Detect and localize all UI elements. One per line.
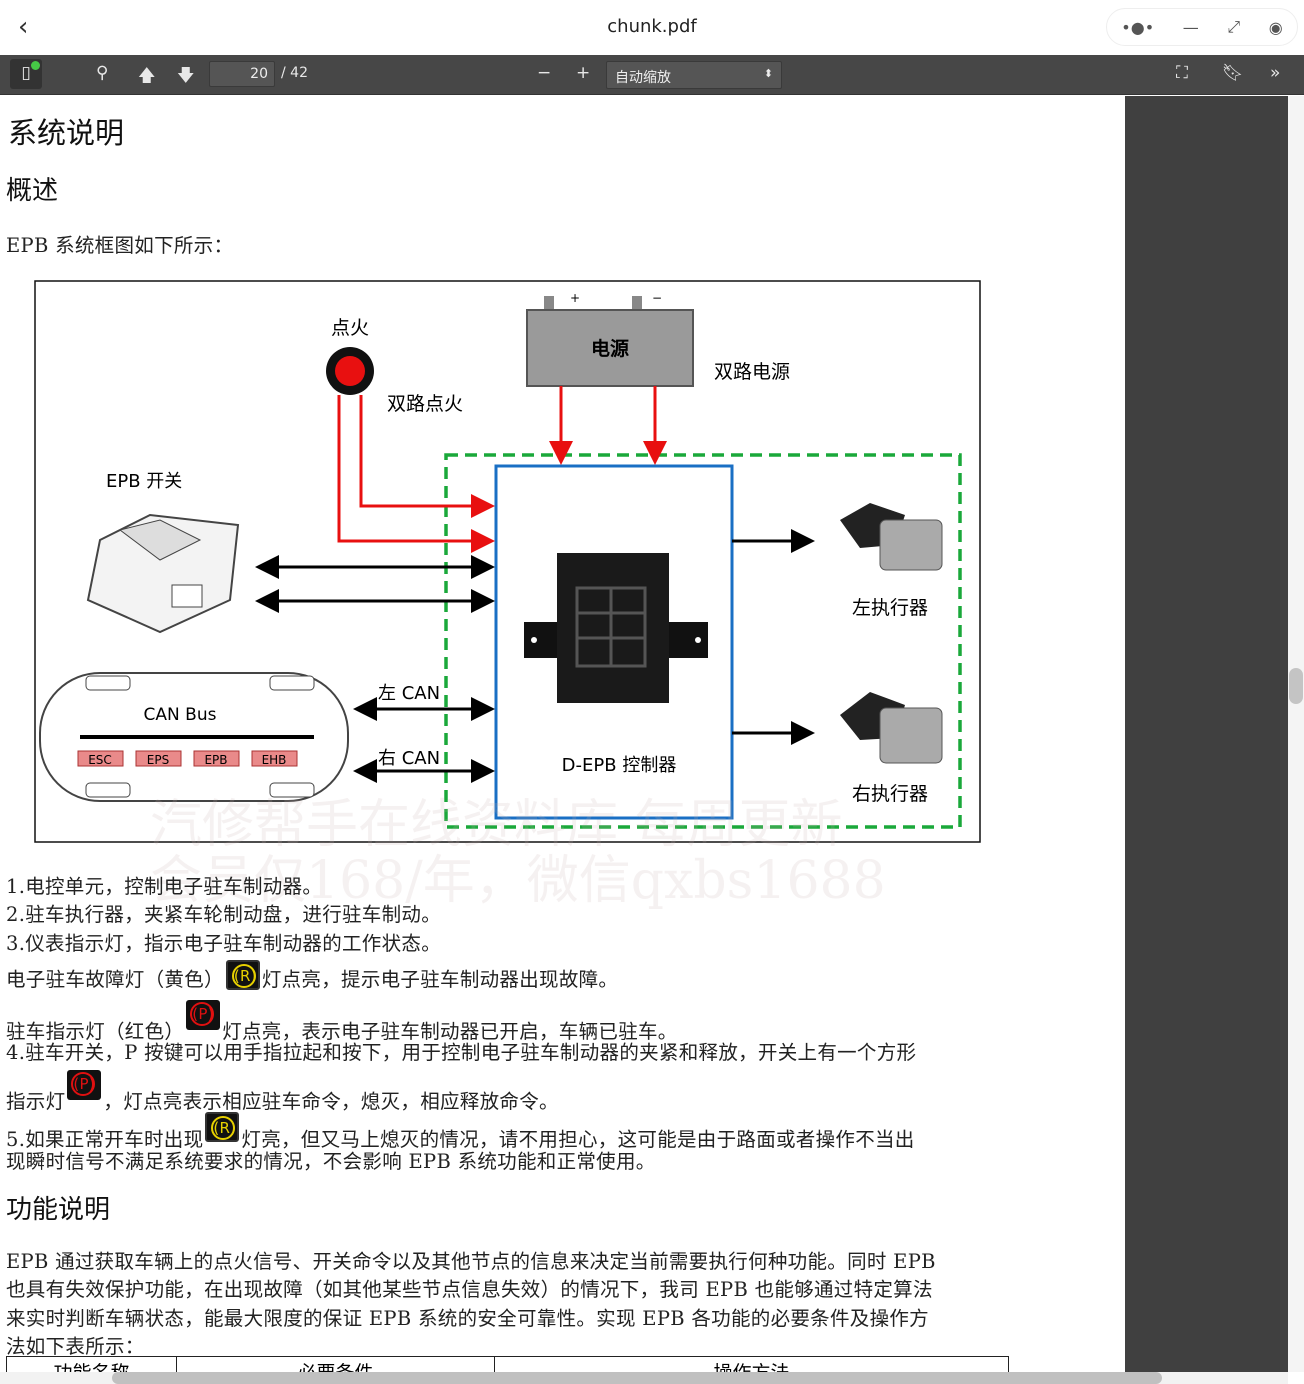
fault-lamp-line: 电子驻车故障灯（黄色）(R)灯点亮，提示电子驻车制动器出现故障。 — [6, 960, 618, 992]
back-button[interactable]: ‹ — [18, 12, 29, 42]
module-label: ESC — [88, 753, 112, 767]
vertical-scrollbar[interactable] — [1288, 96, 1304, 1372]
plus-label: + — [570, 291, 580, 305]
window-controls: •●• — ⤢ ◉ — [1106, 8, 1298, 46]
list-item-4-line2: 指示灯(P)，灯点亮表示相应驻车命令，熄灭，相应释放命令。 — [6, 1070, 559, 1114]
list-item-1: 1.电控单元，控制电子驻车制动器。 — [6, 875, 323, 898]
park-lamp-icon: (P) — [186, 1000, 221, 1030]
select-arrow-icon: ⬍ — [763, 67, 773, 80]
fault-lamp-icon: (R) — [205, 1112, 240, 1142]
restore-icon[interactable]: ⤢ — [1227, 17, 1241, 36]
minimize-icon[interactable]: — — [1182, 17, 1199, 37]
right-actuator-image — [840, 692, 943, 764]
func-para-line: EPB 通过获取车辆上的点火信号、开关命令以及其他节点的信息来决定当前需要执行何… — [6, 1250, 936, 1273]
module-box — [77, 750, 124, 767]
item4-text-a: 指示灯 — [6, 1090, 66, 1113]
item4-text-b: ，灯点亮表示相应驻车命令，熄灭，相应释放命令。 — [103, 1090, 559, 1113]
viewer-background — [1125, 96, 1288, 1372]
sidebar-toggle-icon[interactable]: ▯ — [10, 59, 42, 89]
func-para-line: 法如下表所示： — [6, 1335, 145, 1358]
previous-page-icon[interactable]: 🡅 — [138, 66, 156, 86]
list-item-5-line1: 5.如果正常开车时出现(R)灯亮，但又马上熄灭的情况，请不用担心，这可能是由于路… — [6, 1112, 915, 1152]
fullscreen-icon[interactable]: ⛶ — [1176, 63, 1188, 83]
bookmark-icon[interactable]: 🔖︎ — [1222, 63, 1244, 83]
right-can-label: 右 CAN — [378, 748, 440, 769]
more-tools-icon[interactable]: » — [1270, 63, 1281, 83]
zoom-out-button[interactable]: − — [537, 63, 552, 83]
list-item-4-line1: 4.驻车开关，P 按键可以用手指拉起和按下，用于控制电子驻车制动器的夹紧和释放，… — [6, 1041, 917, 1064]
module-label: EPB — [204, 753, 227, 767]
zoom-value: 自动缩放 — [615, 70, 671, 86]
module-label: EHB — [262, 753, 287, 767]
module-box — [135, 750, 182, 767]
park-text-a: 驻车指示灯（红色） — [6, 1020, 185, 1043]
list-item-5-line2: 现瞬时信号不满足系统要求的情况，不会影响 EPB 系统功能和正常使用。 — [6, 1150, 656, 1173]
search-icon[interactable]: ⚲ — [96, 63, 109, 83]
window-title: chunk.pdf — [607, 16, 697, 37]
controller-image — [524, 553, 708, 703]
func-para-line: 来实时判断车辆状态，能最大限度的保证 EPB 系统的安全可靠性。实现 EPB 各… — [6, 1307, 929, 1330]
fault-text-b: 灯点亮，提示电子驻车制动器出现故障。 — [261, 968, 619, 991]
more-icon[interactable]: •●• — [1121, 17, 1155, 37]
can-bus-label: CAN Bus — [144, 705, 217, 725]
heading-overview: 概述 — [6, 176, 59, 206]
park-lamp-icon: (P) — [67, 1070, 102, 1100]
power-supply — [526, 309, 694, 387]
epb-block-diagram: + − 电源 双路电源 点火 双路点火 EPB 开关 CAN Bus ESC EP… — [34, 280, 981, 843]
left-actuator-label: 左执行器 — [852, 597, 928, 619]
controller-label: D-EPB 控制器 — [562, 755, 677, 776]
watermark-line-2: 会员仅168/年，微信qxbs1688 — [150, 851, 886, 911]
module-box — [193, 750, 240, 767]
epb-switch-label: EPB 开关 — [106, 471, 182, 492]
park-text-b: 灯点亮，表示电子驻车制动器已开启，车辆已驻车。 — [222, 1020, 678, 1043]
left-can-label: 左 CAN — [378, 683, 440, 704]
right-actuator-label: 右执行器 — [852, 783, 928, 805]
horizontal-scroll-thumb[interactable] — [112, 1372, 1162, 1384]
dual-ignition-label: 双路点火 — [387, 393, 463, 415]
next-page-icon[interactable]: 🡇 — [177, 66, 195, 86]
module-label: EPS — [147, 753, 169, 767]
minus-label: − — [652, 291, 662, 305]
module-box — [251, 750, 298, 767]
power-label: 电源 — [591, 337, 629, 360]
heading-system: 系统说明 — [8, 116, 125, 150]
epb-system-boundary — [444, 453, 962, 829]
vertical-scroll-thumb[interactable] — [1289, 668, 1303, 704]
page-total: / 42 — [281, 65, 308, 81]
page-number-input[interactable]: 20 — [209, 61, 275, 87]
park-lamp-line: 驻车指示灯（红色）(P)灯点亮，表示电子驻车制动器已开启，车辆已驻车。 — [6, 1000, 678, 1044]
left-actuator-image — [840, 503, 943, 571]
fault-lamp-icon: (R) — [225, 960, 260, 990]
item5-text-b: 灯亮，但又马上熄灭的情况，请不用担心，这可能是由于路面或者操作不当出 — [241, 1128, 915, 1151]
fault-text-a: 电子驻车故障灯（黄色） — [6, 968, 224, 991]
item5-text-a: 5.如果正常开车时出现 — [6, 1128, 204, 1151]
list-item-2: 2.驻车执行器，夹紧车轮制动盘，进行驻车制动。 — [6, 903, 442, 926]
ignition-label: 点火 — [331, 317, 369, 339]
zoom-select[interactable]: 自动缩放 ⬍ — [606, 61, 782, 89]
epb-switch-image — [86, 513, 240, 634]
zoom-in-button[interactable]: + — [576, 63, 591, 83]
title-bar: ‹ chunk.pdf •●• — ⤢ ◉ — [0, 0, 1304, 55]
close-target-icon[interactable]: ◉ — [1268, 17, 1283, 37]
func-para-line: 也具有失效保护功能，在出现故障（如其他某些节点信息失效）的情况下，我司 EPB … — [6, 1278, 933, 1301]
heading-function: 功能说明 — [6, 1195, 111, 1225]
list-item-3: 3.仪表指示灯，指示电子驻车制动器的工作状态。 — [6, 932, 442, 955]
dual-power-label: 双路电源 — [714, 361, 790, 383]
watermark-line-1: 汽修帮手在线资料库 每周更新 — [150, 795, 843, 855]
intro-text: EPB 系统框图如下所示： — [6, 234, 234, 257]
